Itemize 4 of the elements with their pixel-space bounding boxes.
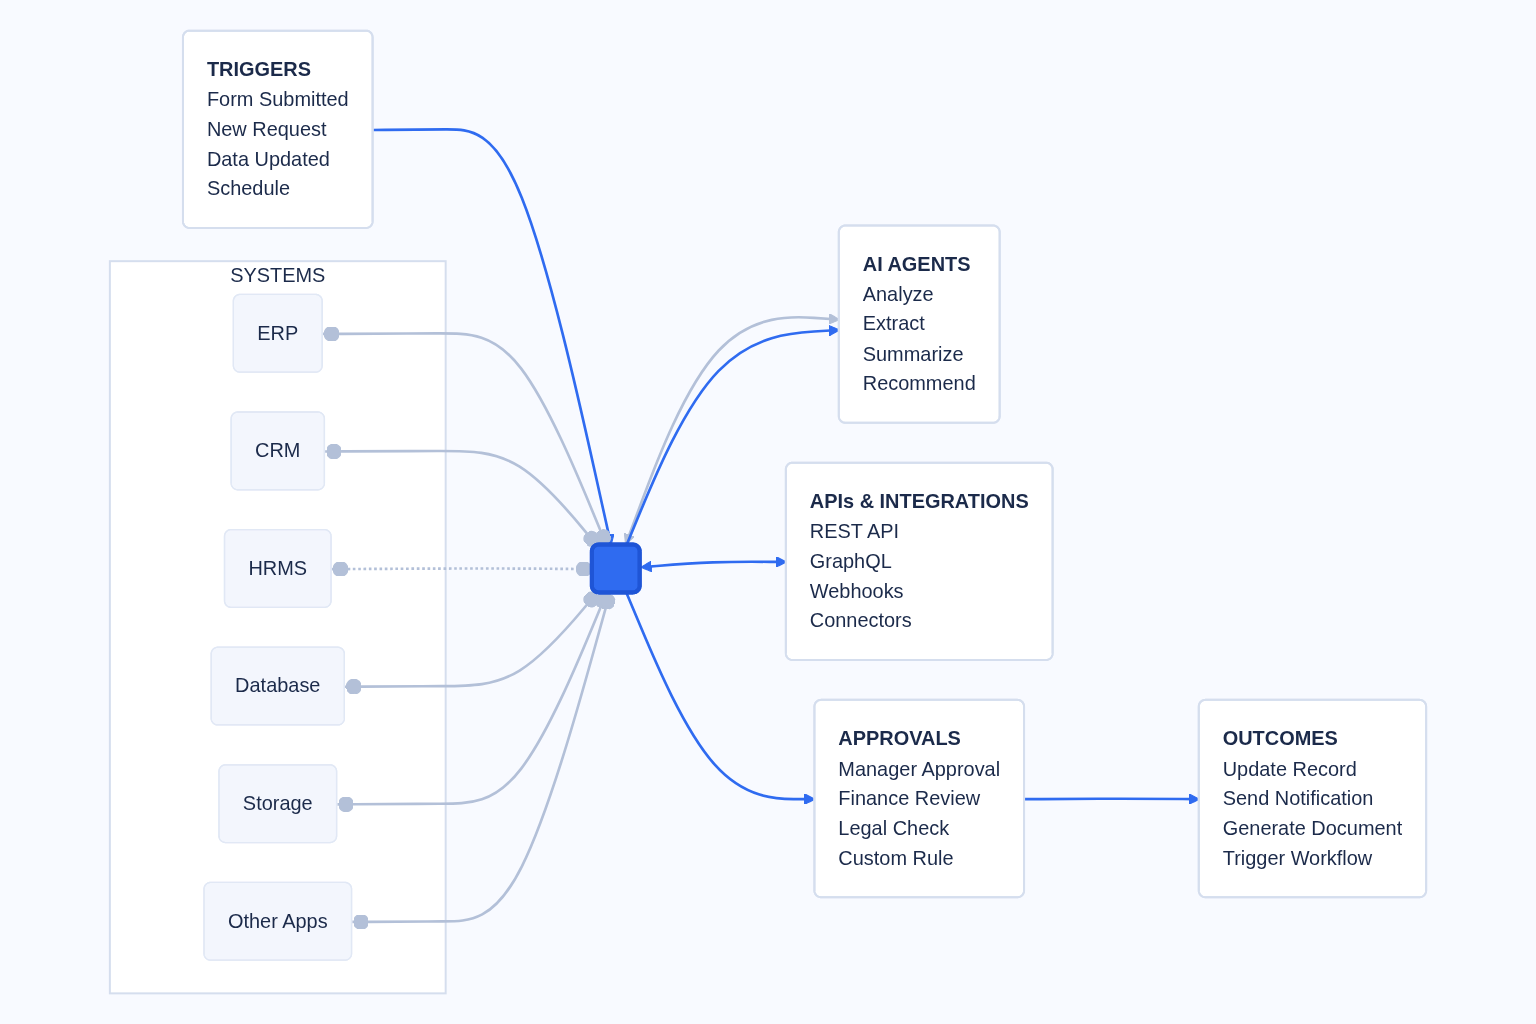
connector — [345, 591, 600, 695]
connector — [325, 443, 600, 547]
connector — [322, 325, 612, 546]
connector — [352, 592, 616, 930]
